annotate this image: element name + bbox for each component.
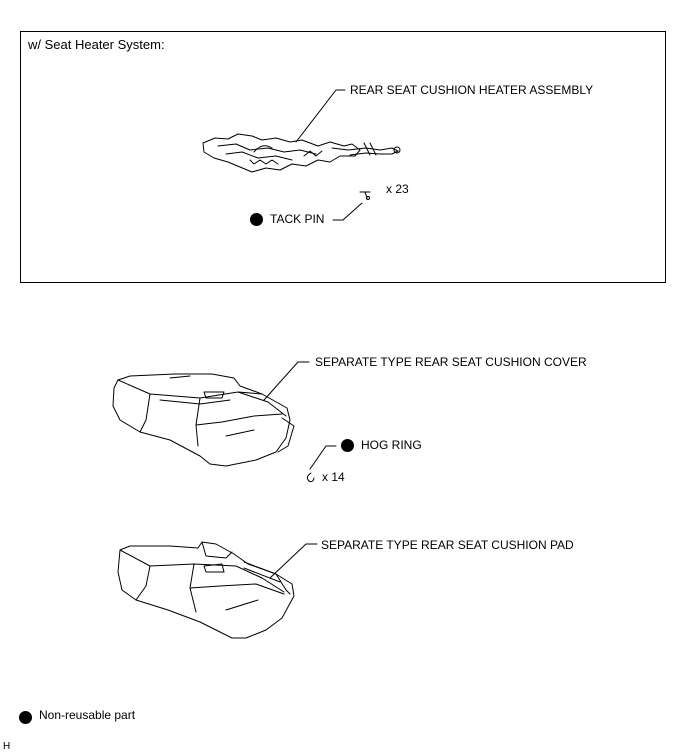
- tack-pin-label: TACK PIN: [270, 212, 325, 226]
- tack-pin-icon: [359, 191, 371, 200]
- hog-ring-leader-line: [309, 445, 337, 470]
- hog-ring-quantity: x 14: [322, 470, 345, 484]
- heater-leader-line: [295, 89, 346, 143]
- non-reusable-icon: [341, 439, 354, 452]
- hog-ring-label: HOG RING: [361, 438, 422, 452]
- cushion-pad-illustration: [117, 541, 295, 639]
- hog-ring-icon: [306, 472, 315, 483]
- non-reusable-legend-label: Non-reusable part: [39, 708, 136, 722]
- seat-heater-title: w/ Seat Heater System:: [28, 37, 165, 52]
- cushion-cover-label: SEPARATE TYPE REAR SEAT CUSHION COVER: [315, 355, 587, 369]
- tack-pin-quantity: x 23: [386, 182, 409, 196]
- cushion-pad-label: SEPARATE TYPE REAR SEAT CUSHION PAD: [321, 538, 574, 552]
- corner-mark: H: [3, 741, 11, 752]
- seat-heater-system-frame: [20, 31, 666, 283]
- non-reusable-icon: [250, 213, 263, 226]
- heater-assembly-label: REAR SEAT CUSHION HEATER ASSEMBLY: [350, 83, 594, 97]
- tack-pin-leader-line: [332, 202, 363, 221]
- cover-leader-line: [263, 361, 310, 401]
- filled-circle-icon: [19, 711, 32, 724]
- heater-assembly-illustration: [202, 133, 401, 173]
- cushion-cover-illustration: [112, 373, 295, 467]
- pad-leader-line: [269, 543, 318, 579]
